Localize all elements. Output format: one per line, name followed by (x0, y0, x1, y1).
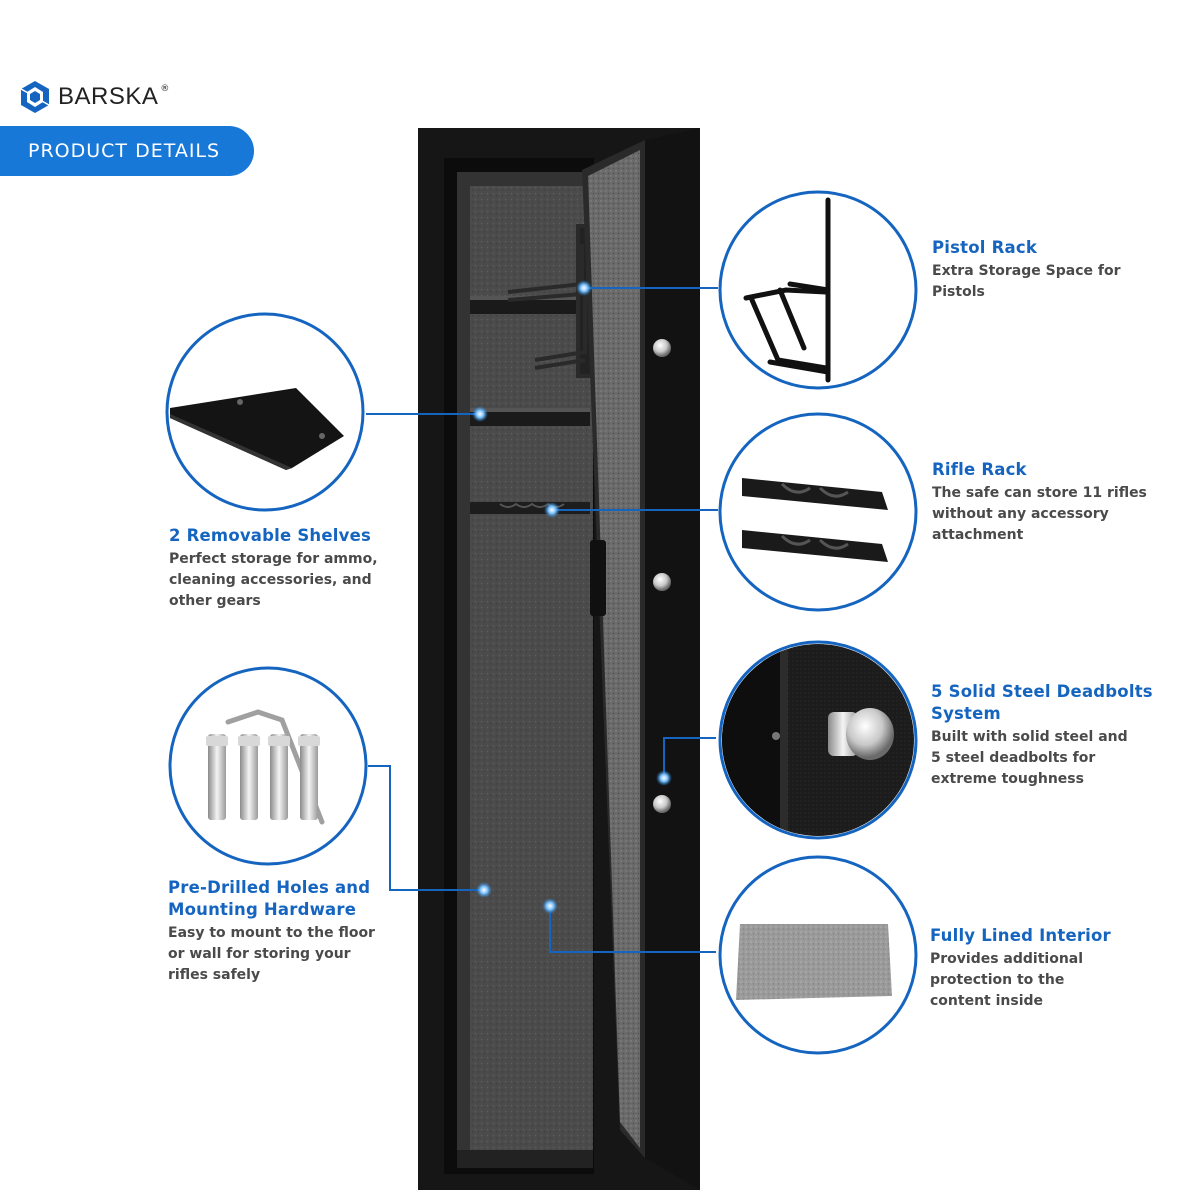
feature-lined-interior: Fully Lined Interior Provides additional… (930, 925, 1192, 1012)
barska-logo-icon (20, 81, 50, 113)
feature-shelves: 2 Removable Shelves Perfect storage for … (169, 525, 409, 612)
feature-title: Pre-Drilled Holes and Mounting Hardware (168, 878, 371, 919)
feature-description: Built with solid steel and 5 steel deadb… (931, 729, 1128, 787)
feature-description: The safe can store 11 rifles without any… (932, 485, 1147, 543)
deadbolts-callout (718, 640, 918, 840)
feature-title: Fully Lined Interior (930, 926, 1111, 945)
felt-lining-icon (736, 924, 892, 1000)
feature-description: Provides additional protection to the co… (930, 951, 1084, 1009)
feature-pistol-rack: Pistol Rack Extra Storage Space for Pist… (932, 237, 1192, 303)
rifle-rack-bar (470, 502, 590, 514)
product-details-banner: PRODUCT DETAILS (0, 126, 254, 176)
lined-interior-callout (718, 855, 918, 1055)
callout-markers (472, 280, 672, 914)
brand-name: BARSKA (58, 83, 159, 110)
pistol-rack-callout (718, 190, 918, 390)
rifle-rack-icon (742, 478, 888, 562)
shelf-icon (170, 388, 344, 470)
shelves-callout (165, 312, 365, 512)
feature-deadbolts: 5 Solid Steel Deadbolts System Built wit… (931, 681, 1193, 790)
feature-description: Easy to mount to the floor or wall for s… (168, 925, 375, 983)
mounting-callout (168, 666, 368, 866)
registered-mark: ® (160, 84, 170, 94)
mounting-hardware-icon (206, 709, 325, 825)
feature-title: 2 Removable Shelves (169, 526, 371, 545)
feature-description: Extra Storage Space for Pistols (932, 263, 1121, 300)
brand-logo: BARSKA ® (18, 80, 169, 114)
feature-title: Pistol Rack (932, 238, 1037, 257)
deadbolt-closeup-icon (722, 644, 914, 836)
deadbolts (653, 339, 671, 813)
rifle-rack-callout (718, 412, 918, 612)
pistol-rack-icon (743, 197, 831, 383)
feature-description: Perfect storage for ammo, cleaning acces… (169, 551, 378, 609)
feature-title: Rifle Rack (932, 460, 1027, 479)
connector-lines (366, 287, 718, 953)
safe-door (582, 128, 700, 1190)
feature-rifle-rack: Rifle Rack The safe can store 11 rifles … (932, 459, 1192, 546)
shelf-middle (470, 408, 590, 426)
feature-mounting: Pre-Drilled Holes and Mounting Hardware … (168, 877, 408, 986)
feature-title: 5 Solid Steel Deadbolts System (931, 682, 1153, 723)
